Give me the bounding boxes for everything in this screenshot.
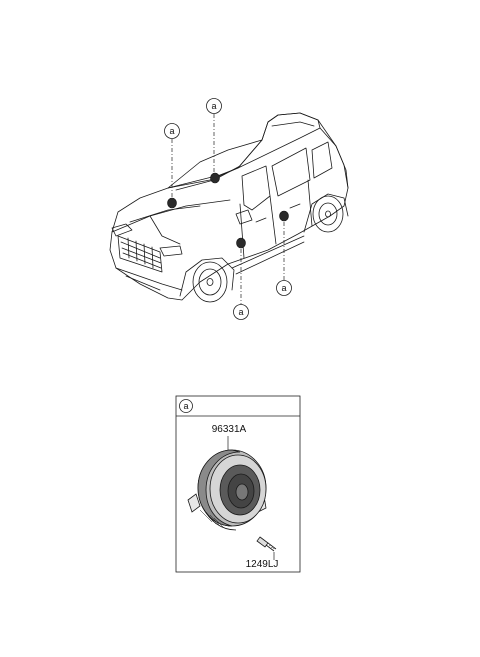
vehicle-illustration: [109, 112, 349, 303]
speaker-location-markers: [167, 172, 289, 249]
callout-4: a: [276, 280, 292, 296]
callout-1: a: [164, 123, 180, 139]
detail-box: a 96331A: [175, 395, 301, 573]
speaker-marker-rear-door: [279, 210, 289, 222]
speaker-marker-front-door: [236, 237, 246, 249]
callout-letter: a: [211, 101, 216, 111]
detail-box-header-callout: a: [179, 399, 193, 413]
detail-box-header-letter: a: [183, 401, 188, 411]
callout-2: a: [206, 98, 222, 114]
callout-letter: a: [238, 307, 243, 317]
part-number-speaker: 96331A: [212, 424, 247, 435]
part-number-screw: 1249LJ: [246, 559, 279, 570]
speaker-marker-windshield-left: [167, 197, 177, 209]
speaker-illustration: [187, 449, 267, 531]
screw-illustration: [256, 536, 277, 552]
callout-letter: a: [281, 283, 286, 293]
callout-letter: a: [169, 126, 174, 136]
callout-3: a: [233, 304, 249, 320]
speaker-marker-windshield-right: [210, 172, 220, 184]
leader-lines: [171, 114, 285, 304]
